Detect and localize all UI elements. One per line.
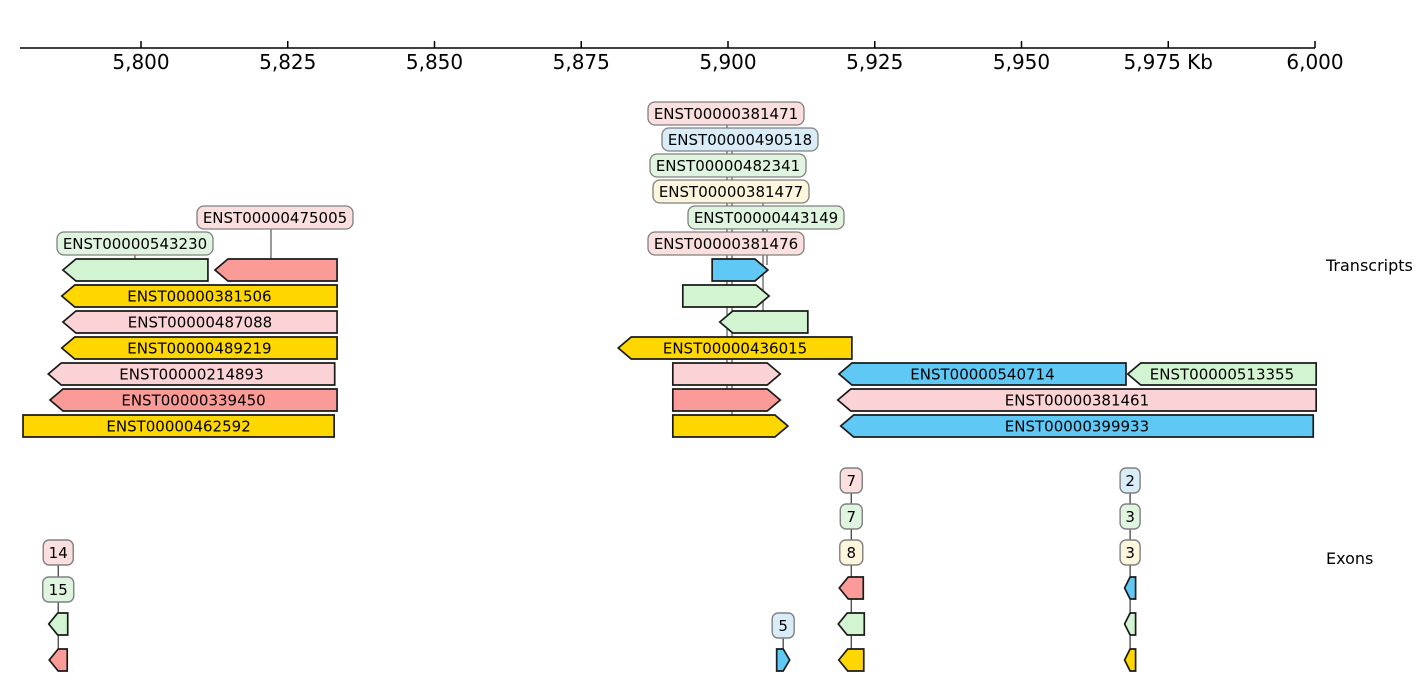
transcript-arrow-enst00000489219 bbox=[60, 336, 338, 360]
transcript-arrow-enst00000339450 bbox=[48, 388, 338, 412]
transcript-label: ENST00000543230 bbox=[63, 235, 207, 253]
transcript-label-box bbox=[649, 153, 807, 178]
transcript-arrow-enst00000462592 bbox=[22, 414, 335, 438]
transcript-name: ENST00000214893 bbox=[119, 366, 263, 384]
exon-number-box bbox=[771, 612, 795, 639]
transcript-label-box bbox=[647, 101, 805, 126]
coordinate-axis: 5,800 5,825 5,850 5,875 5,900 5,925 5,950 5,975… bbox=[20, 41, 1344, 74]
transcript-arrow bbox=[671, 414, 790, 438]
exon-arrow bbox=[1123, 648, 1137, 672]
transcript-name: ENST00000436015 bbox=[663, 340, 807, 358]
exon-number: 15 bbox=[49, 581, 68, 599]
exon-number-box bbox=[42, 576, 75, 603]
axis-tick-label: 5,900 bbox=[699, 50, 756, 74]
transcript-name: ENST00000381461 bbox=[1005, 392, 1149, 410]
transcript-arrow-enst00000381506 bbox=[60, 284, 338, 308]
axis-tick-label: 5,850 bbox=[406, 50, 463, 74]
exon-arrow bbox=[775, 648, 791, 672]
axis-tick-label: 5,975 Kb bbox=[1124, 50, 1213, 74]
transcript-name: ENST00000381506 bbox=[127, 288, 271, 306]
transcript-name: ENST00000462592 bbox=[106, 418, 250, 436]
axis-tick-label: 5,800 bbox=[112, 50, 169, 74]
transcript-name: ENST00000513355 bbox=[1150, 366, 1294, 384]
transcript-label: ENST00000381477 bbox=[659, 183, 803, 201]
transcript-arrow-enst00000540714 bbox=[837, 362, 1127, 386]
transcript-arrow-enst00000543230 bbox=[61, 258, 209, 282]
exon-number: 7 bbox=[846, 472, 856, 490]
transcript-label-box bbox=[56, 231, 214, 256]
transcript-arrow-enst00000399933 bbox=[839, 414, 1315, 438]
exon-arrow bbox=[837, 612, 866, 636]
exon-number: 14 bbox=[49, 544, 68, 562]
transcript-name: ENST00000489219 bbox=[127, 340, 271, 358]
transcript-arrow bbox=[671, 362, 782, 386]
exon-arrow bbox=[838, 576, 865, 600]
transcript-name: ENST00000399933 bbox=[1005, 418, 1149, 436]
exon-number-box bbox=[839, 503, 863, 530]
transcript-arrow-enst00000487088 bbox=[61, 310, 338, 334]
exon-number: 3 bbox=[1125, 508, 1135, 526]
exon-number: 8 bbox=[846, 544, 856, 562]
exon-number: 2 bbox=[1125, 472, 1135, 490]
transcript-label-box bbox=[652, 179, 810, 204]
exon-number: 3 bbox=[1125, 544, 1135, 562]
transcript-label: ENST00000443149 bbox=[694, 209, 838, 227]
axis-tick-label: 6,000 bbox=[1286, 50, 1343, 74]
transcript-name: ENST00000487088 bbox=[128, 314, 272, 332]
track-label-exons: Exons bbox=[1326, 549, 1373, 568]
transcript-arrow bbox=[711, 258, 770, 282]
exon-arrow bbox=[48, 648, 69, 672]
exon-number-box bbox=[1119, 467, 1141, 494]
transcript-label: ENST00000482341 bbox=[656, 157, 800, 175]
exon-arrow bbox=[1123, 576, 1137, 600]
transcript-arrow bbox=[718, 310, 809, 334]
transcript-arrow bbox=[681, 284, 771, 308]
transcript-arrow-enst00000381461 bbox=[836, 388, 1318, 412]
transcript-label-box bbox=[647, 231, 805, 256]
transcript-label-box bbox=[196, 205, 354, 230]
exon-number-box bbox=[1119, 503, 1141, 530]
transcript-name: ENST00000540714 bbox=[910, 366, 1054, 384]
exon-arrow bbox=[1123, 612, 1137, 636]
axis-tick-label: 5,950 bbox=[993, 50, 1050, 74]
transcripts-track: ENST00000381506ENST00000487088ENST000004… bbox=[22, 258, 1318, 438]
exons-track: 14 15 5 7 7 8 2 3 3 bbox=[42, 467, 1141, 672]
exon-number-box bbox=[42, 539, 74, 566]
exon-number-box bbox=[839, 467, 863, 494]
transcript-arrow-enst00000436015 bbox=[616, 336, 853, 360]
transcript-label: ENST00000381471 bbox=[654, 105, 798, 123]
exon-number: 5 bbox=[778, 617, 788, 635]
transcript-labels: ENST00000381471ENST00000490518ENST000004… bbox=[56, 101, 845, 256]
exon-arrow bbox=[837, 648, 865, 672]
axis-tick-label: 5,925 bbox=[846, 50, 903, 74]
transcript-label-box bbox=[661, 127, 819, 152]
exon-arrow bbox=[47, 612, 69, 636]
transcript-name: ENST00000339450 bbox=[121, 392, 265, 410]
transcript-arrow bbox=[671, 388, 782, 412]
transcript-arrow-enst00000475005 bbox=[213, 258, 338, 282]
exon-number: 7 bbox=[846, 508, 856, 526]
axis-tick-label: 5,875 bbox=[553, 50, 610, 74]
transcript-label: ENST00000475005 bbox=[203, 209, 347, 227]
transcript-label: ENST00000381476 bbox=[654, 235, 798, 253]
track-label-transcripts: Transcripts bbox=[1325, 256, 1413, 275]
exon-number-box bbox=[1119, 539, 1141, 566]
axis-tick-label: 5,825 bbox=[259, 50, 316, 74]
exon-number-box bbox=[839, 539, 864, 566]
transcript-arrow-enst00000513355 bbox=[1126, 362, 1318, 386]
transcript-arrow-enst00000214893 bbox=[46, 362, 336, 386]
transcript-label: ENST00000490518 bbox=[668, 131, 812, 149]
transcript-label-box bbox=[687, 205, 845, 230]
